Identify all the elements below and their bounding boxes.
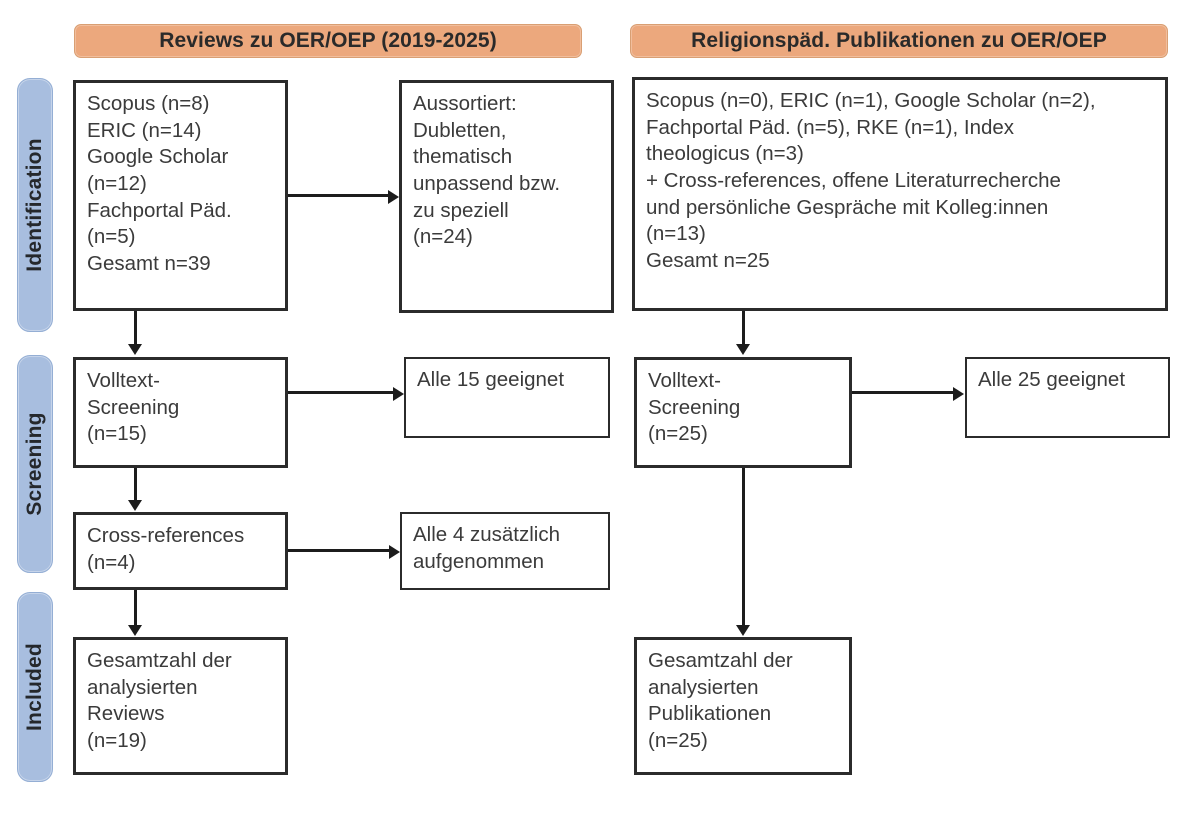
arrowhead-left-sources-to-excluded [388, 190, 399, 204]
arrowhead-right-fulltext-to-included [736, 625, 750, 636]
box-left-sources: Scopus (n=8) ERIC (n=14) Google Scholar … [73, 80, 288, 311]
box-left-crossrefs-result-text: Alle 4 zusätzlich aufgenommen [413, 523, 560, 573]
column-header-reviews-label: Reviews zu OER/OEP (2019-2025) [159, 29, 497, 52]
connector-left-crossrefs-to-result [288, 549, 390, 552]
arrowhead-left-crossrefs-to-result [389, 545, 400, 559]
connector-right-fulltext-to-included [742, 468, 745, 628]
box-right-fulltext-screening: Volltext- Screening (n=25) [634, 357, 852, 468]
arrowhead-left-fulltext-to-crossrefs [128, 500, 142, 511]
connector-left-crossrefs-to-included [134, 590, 137, 628]
stage-pill-identification: Identification [17, 78, 53, 332]
stage-label-screening: Screening [23, 412, 46, 516]
box-right-fulltext-screening-text: Volltext- Screening (n=25) [648, 369, 741, 446]
connector-left-fulltext-to-crossrefs [134, 468, 137, 502]
stage-pill-screening: Screening [17, 355, 53, 573]
arrowhead-left-fulltext-to-eligible [393, 387, 404, 401]
connector-right-fulltext-to-eligible [852, 391, 954, 394]
stage-label-identification: Identification [23, 138, 46, 272]
arrowhead-right-sources-to-fulltext [736, 344, 750, 355]
box-left-eligible-text: Alle 15 geeignet [417, 368, 565, 391]
arrowhead-right-fulltext-to-eligible [953, 387, 964, 401]
box-left-fulltext-screening-text: Volltext- Screening (n=15) [87, 369, 180, 446]
stage-label-included: Included [23, 643, 46, 731]
connector-left-sources-to-excluded [288, 194, 389, 197]
box-left-eligible: Alle 15 geeignet [404, 357, 610, 438]
box-left-included: Gesamtzahl der analysierten Reviews (n=1… [73, 637, 288, 775]
arrowhead-left-crossrefs-to-included [128, 625, 142, 636]
box-left-crossrefs-text: Cross-references (n=4) [87, 524, 245, 574]
box-right-included: Gesamtzahl der analysierten Publikatione… [634, 637, 852, 775]
box-right-eligible-text: Alle 25 geeignet [978, 368, 1126, 391]
box-left-included-text: Gesamtzahl der analysierten Reviews (n=1… [87, 649, 232, 752]
column-header-publikationen: Religionspäd. Publikationen zu OER/OEP [630, 24, 1168, 58]
box-left-excluded-text: Aussortiert: Dubletten, thematisch unpas… [413, 92, 561, 249]
column-header-publikationen-label: Religionspäd. Publikationen zu OER/OEP [691, 29, 1107, 52]
box-left-crossrefs: Cross-references (n=4) [73, 512, 288, 590]
connector-left-sources-to-fulltext [134, 311, 137, 346]
box-right-sources-text: Scopus (n=0), ERIC (n=1), Google Scholar… [646, 89, 1096, 272]
box-left-excluded: Aussortiert: Dubletten, thematisch unpas… [399, 80, 614, 313]
box-right-eligible: Alle 25 geeignet [965, 357, 1170, 438]
box-right-included-text: Gesamtzahl der analysierten Publikatione… [648, 649, 793, 752]
connector-left-fulltext-to-eligible [288, 391, 394, 394]
stage-pill-included: Included [17, 592, 53, 782]
column-header-reviews: Reviews zu OER/OEP (2019-2025) [74, 24, 582, 58]
box-left-fulltext-screening: Volltext- Screening (n=15) [73, 357, 288, 468]
box-right-sources: Scopus (n=0), ERIC (n=1), Google Scholar… [632, 77, 1168, 311]
arrowhead-left-sources-to-fulltext [128, 344, 142, 355]
box-left-sources-text: Scopus (n=8) ERIC (n=14) Google Scholar … [87, 92, 232, 275]
connector-right-sources-to-fulltext [742, 311, 745, 346]
box-left-crossrefs-result: Alle 4 zusätzlich aufgenommen [400, 512, 610, 590]
